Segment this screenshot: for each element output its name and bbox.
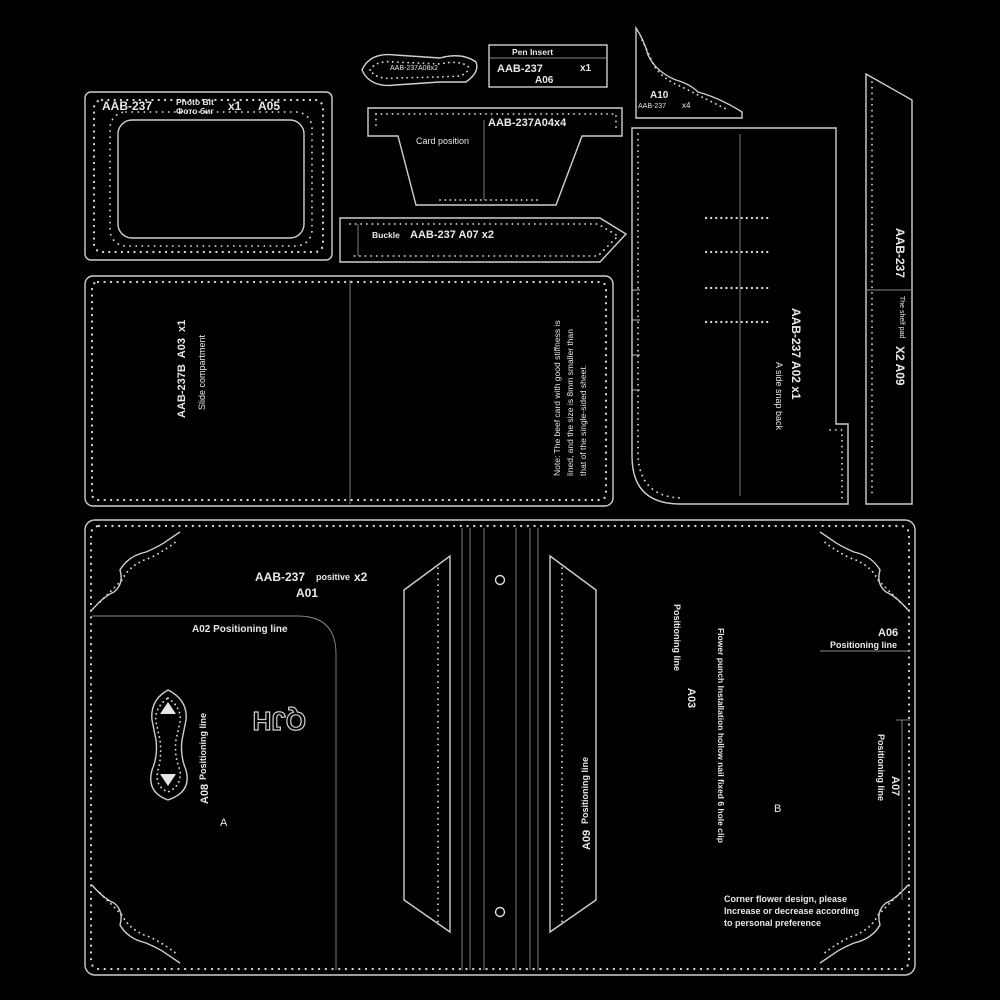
- a02-slots: [704, 216, 774, 324]
- corner-note-2: Increase or decrease according: [724, 906, 859, 916]
- a02-label: AAB-237 A02 x1: [789, 308, 803, 400]
- a07-name: Buckle: [372, 230, 400, 240]
- a03-positioning-line: Positioning line: [672, 604, 682, 671]
- piece-a01-main-body: AAB-237 positive x2 A01 A02 Positioning …: [84, 519, 916, 976]
- corner-flourish-bottom-left: [91, 884, 181, 964]
- a07-label: AAB-237 A07 x2: [410, 229, 494, 241]
- a09-label: X2 A09: [893, 346, 907, 386]
- a06-title: Pen Insert: [512, 47, 553, 57]
- a03-note-1: Note: The beef card with good stiffness …: [552, 320, 562, 476]
- a07-positioning-id: A07: [889, 776, 901, 796]
- a01-id: A01: [296, 586, 318, 600]
- a03-name: Slide compartment: [197, 334, 207, 410]
- piece-a02-snap-back: AAB-237 A02 x1 A side snap back: [631, 127, 849, 505]
- side-b-label: B: [774, 803, 781, 815]
- a05-id: A05: [258, 99, 280, 113]
- spine-hole-top: [494, 574, 506, 586]
- a05-qty: x1: [228, 99, 242, 113]
- a01-qty: x2: [354, 570, 368, 584]
- center-spine: [461, 528, 539, 970]
- a09-code: AAB-237: [893, 228, 907, 278]
- a03-code-line: AAB-237BA03x1: [176, 320, 188, 418]
- a03-note-2: lined, and the size is 8mm smaller than: [565, 329, 575, 476]
- piece-a03-slide-compartment: AAB-237BA03x1 Slide compartment Note: Th…: [84, 275, 614, 507]
- a01-variant: positive: [316, 572, 350, 582]
- corner-note-1: Corner flower design, please: [724, 894, 847, 904]
- piece-a10-corner-guard: A10 AAB-237 x4: [635, 25, 743, 119]
- a03-note-3: that of the single-sided sheet.: [578, 365, 588, 476]
- a04-label: AAB-237A04x4: [488, 117, 567, 129]
- corner-flourish-top-left: [91, 531, 181, 611]
- a07-positioning-line: Positioning line: [876, 734, 886, 801]
- corner-flourish-top-right: [819, 531, 909, 611]
- a01-code: AAB-237: [255, 570, 305, 584]
- a08-positioning-id: A08: [199, 784, 211, 804]
- a09-name: The shelf pad: [898, 296, 905, 339]
- spine-hole-bottom: [494, 906, 506, 918]
- a05-name: Photo Bit: [176, 97, 214, 107]
- a05-code: AAB-237: [102, 99, 152, 113]
- a08-small-label: AAB-237A08x2: [390, 65, 438, 72]
- a10-qty: x4: [682, 101, 691, 110]
- a02-positioning-line: A02 Positioning line: [192, 624, 288, 635]
- piece-a04-card-slot: AAB-237A04x4 Card position: [367, 107, 623, 206]
- side-a-label: A: [220, 817, 228, 829]
- a06-code: AAB-237: [497, 63, 543, 75]
- a08-positioning-line: Positioning line: [198, 713, 208, 780]
- a02-name: A side snap back: [774, 362, 784, 431]
- a06-positioning-id: A06: [878, 627, 898, 639]
- a03-positioning-id: A03: [685, 688, 697, 708]
- a09-positioning-line: Positioning line: [580, 757, 590, 824]
- piece-a08-small-tab: AAB-237A08x2: [361, 53, 478, 87]
- piece-a07-buckle-strap: Buckle AAB-237 A07 x2: [339, 217, 628, 263]
- a06-positioning-line: Positioning line: [830, 640, 897, 650]
- a05-name-alt: Фото биг: [176, 106, 214, 116]
- corner-flourish-bottom-right: [819, 884, 909, 964]
- clip-install-note: Flower punch Installation hollow nail fi…: [716, 628, 726, 843]
- piece-a05-photo-window: AAB-237 Photo Bit Фото биг x1 A05: [84, 91, 333, 261]
- a04-caption: Card position: [416, 136, 469, 146]
- a09-positioning-id: A09: [581, 830, 593, 850]
- a06-qty: x1: [580, 63, 592, 74]
- a06-id: A06: [535, 75, 554, 86]
- monogram: QJH: [253, 706, 306, 736]
- piece-a06-pen-insert: Pen Insert AAB-237 x1 A06: [488, 44, 608, 88]
- a10-id: A10: [650, 90, 669, 101]
- corner-note-3: to personal preference: [724, 918, 821, 928]
- a10-code: AAB-237: [638, 103, 666, 110]
- piece-a09-shelf-pad: AAB-237 The shelf pad X2 A09: [865, 72, 913, 505]
- a08-tab-outline: [150, 689, 188, 801]
